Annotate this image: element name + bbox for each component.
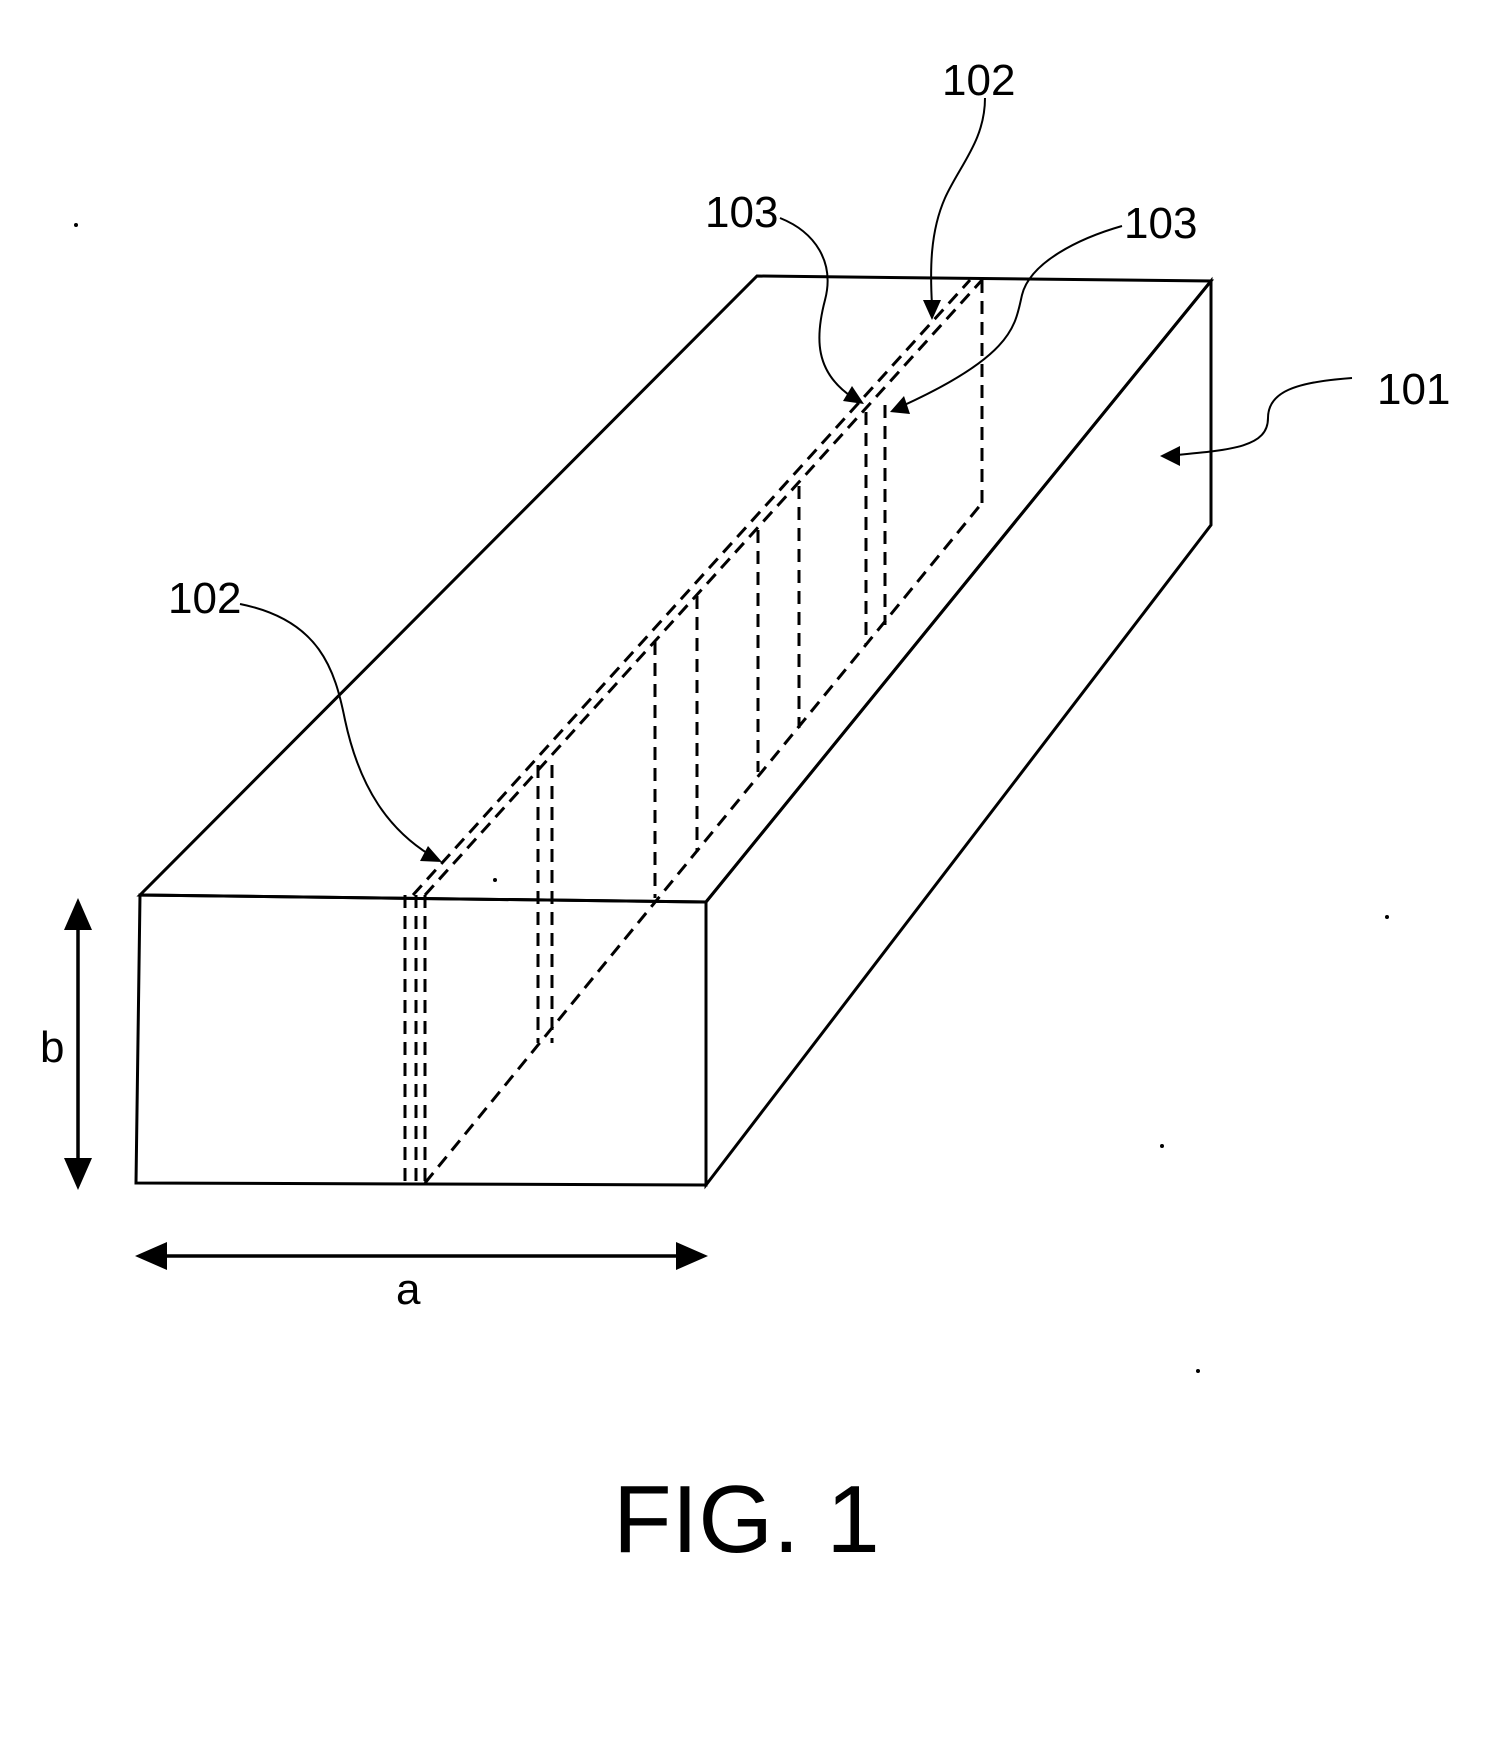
dimension-b-arrow-top: [64, 898, 92, 930]
block-top-face: [140, 276, 1211, 902]
block-right-face: [706, 281, 1211, 1185]
dimension-b-label: b: [40, 1023, 64, 1072]
leader-101: [1165, 378, 1352, 456]
dimension-a-label: a: [396, 1265, 421, 1314]
label-103-left: 103: [705, 188, 778, 237]
dimension-a: [135, 1242, 708, 1270]
leader-103-left-arrowhead: [843, 386, 864, 404]
slot-top-edge-inner: [425, 280, 982, 895]
leader-103-right-arrowhead: [890, 396, 910, 414]
label-102-front: 102: [168, 574, 241, 623]
leader-102-front: [240, 604, 430, 855]
leader-101-arrowhead: [1160, 446, 1180, 466]
speck: [1160, 1144, 1164, 1148]
label-102-rear: 102: [942, 56, 1015, 105]
speck: [74, 223, 78, 227]
dimension-a-arrow-left: [135, 1242, 167, 1270]
dimension-b: [64, 898, 92, 1190]
dimension-b-arrow-bottom: [64, 1158, 92, 1190]
speck: [493, 878, 497, 882]
speck: [1385, 915, 1389, 919]
hidden-slot-lines: [405, 280, 982, 1183]
slot-bottom-diagonal: [425, 503, 982, 1183]
block-front-face: [136, 895, 706, 1185]
scan-specks: [74, 223, 1389, 1373]
label-103-right: 103: [1124, 199, 1197, 248]
figure-caption: FIG. 1: [613, 1466, 880, 1573]
leader-103-left: [780, 218, 852, 397]
block-outline: [136, 276, 1211, 1185]
leader-102-front-arrowhead: [420, 846, 442, 862]
label-101: 101: [1377, 365, 1450, 414]
dimension-a-arrow-right: [676, 1242, 708, 1270]
speck: [1196, 1369, 1200, 1373]
leader-102-rear: [931, 98, 985, 305]
slot-top-edge-outer: [413, 280, 970, 895]
